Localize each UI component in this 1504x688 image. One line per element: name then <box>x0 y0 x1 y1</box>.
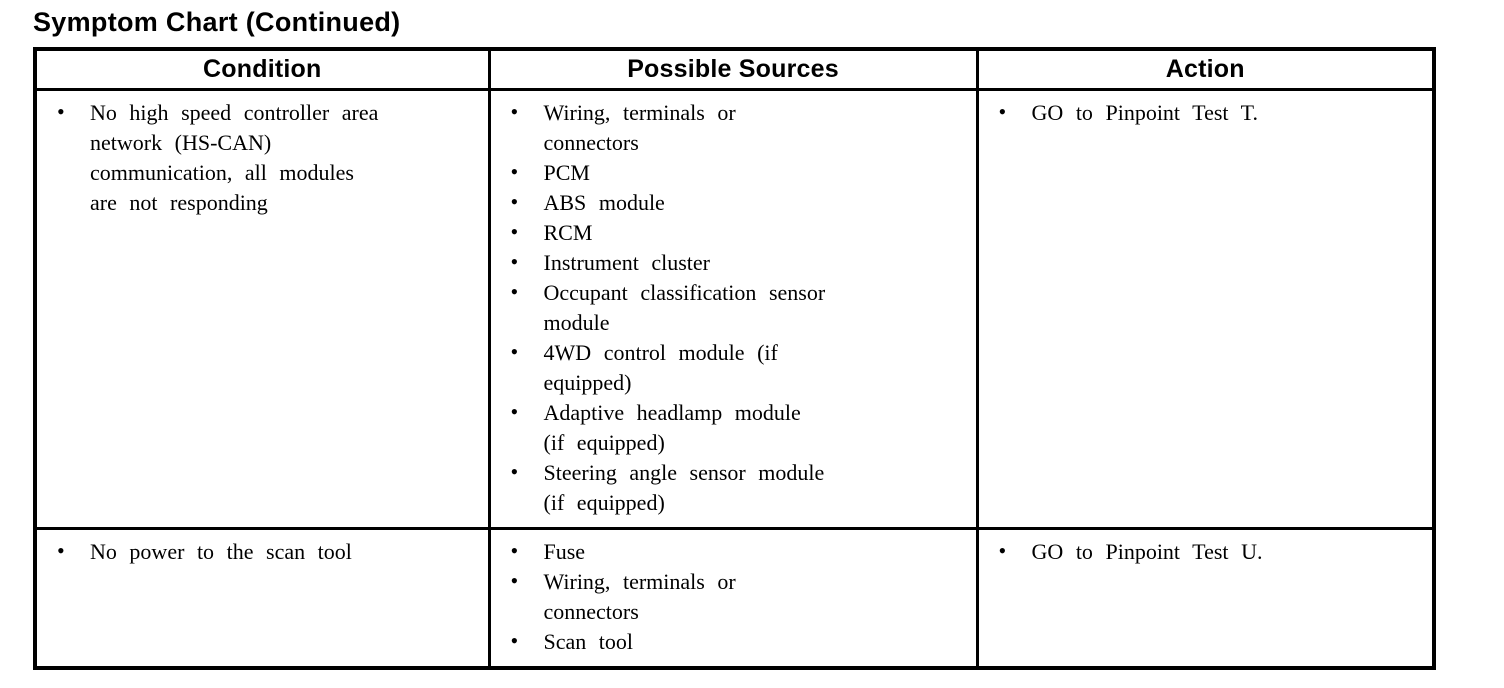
list-item-text: Adaptive headlamp module (if equipped) <box>543 400 801 455</box>
action-list: • GO to Pinpoint Test T. <box>979 98 1427 128</box>
list-item: • RCM <box>491 218 970 248</box>
list-item-text: GO to Pinpoint Test U. <box>1031 539 1263 564</box>
list-item-text: ABS module <box>543 190 665 215</box>
list-item: • Adaptive headlamp module (if equipped) <box>491 398 970 458</box>
column-header-condition: Condition <box>33 47 491 91</box>
bullet-icon: • <box>510 189 519 214</box>
cell-action: • GO to Pinpoint Test U. <box>975 527 1436 670</box>
bullet-icon: • <box>998 538 1007 563</box>
bullet-icon: • <box>510 219 519 244</box>
bullet-icon: • <box>57 99 65 124</box>
cell-condition: • No power to the scan tool <box>33 527 491 670</box>
page-title: Symptom Chart (Continued) <box>33 7 401 37</box>
list-item-text: Instrument cluster <box>543 250 711 275</box>
bullet-icon: • <box>510 159 519 184</box>
list-item: • No power to the scan tool <box>37 537 482 567</box>
list-item: • Instrument cluster <box>491 248 970 278</box>
bullet-icon: • <box>510 459 519 484</box>
document-page: Symptom Chart (Continued) Condition Poss… <box>33 6 1504 670</box>
bullet-icon: • <box>510 568 519 593</box>
bullet-icon: • <box>510 538 519 563</box>
bullet-icon: • <box>510 628 519 653</box>
list-item: • Scan tool <box>491 627 970 657</box>
list-item-text: No high speed controller area network (H… <box>90 100 379 215</box>
cell-condition: • No high speed controller area network (… <box>33 88 491 530</box>
list-item-text: Wiring, terminals or connectors <box>543 569 736 624</box>
condition-list: • No power to the scan tool <box>37 537 482 567</box>
list-item-text: Steering angle sensor module (if equippe… <box>543 460 825 515</box>
condition-list: • No high speed controller area network (… <box>37 98 482 218</box>
bullet-icon: • <box>510 99 519 124</box>
column-header-action: Action <box>975 47 1436 91</box>
column-header-possible-sources: Possible Sources <box>487 47 979 91</box>
list-item-text: PCM <box>543 160 590 185</box>
list-item-text: Scan tool <box>543 629 634 654</box>
bullet-icon: • <box>510 279 519 304</box>
list-item: • 4WD control module (if equipped) <box>491 338 970 398</box>
list-item: • GO to Pinpoint Test T. <box>979 98 1427 128</box>
list-item: • Occupant classification sensor module <box>491 278 970 338</box>
sources-list: • Wiring, terminals or connectors • PCM • ABS… <box>491 98 970 518</box>
symptom-chart-table: Condition Possible Sources Action • No hi… <box>33 47 1436 670</box>
cell-sources: • Fuse • Wiring, terminals or connectors • Sc… <box>487 527 979 670</box>
bullet-icon: • <box>510 339 519 364</box>
list-item: • Wiring, terminals or connectors <box>491 567 970 627</box>
list-item-text: 4WD control module (if equipped) <box>543 340 778 395</box>
list-item-text: GO to Pinpoint Test T. <box>1031 100 1258 125</box>
table-header-row: Condition Possible Sources Action <box>33 47 1436 91</box>
list-item: • PCM <box>491 158 970 188</box>
table-body: • No high speed controller area network (… <box>33 88 1436 670</box>
bullet-icon: • <box>510 249 519 274</box>
cell-sources: • Wiring, terminals or connectors • PCM • ABS… <box>487 88 979 530</box>
list-item: • ABS module <box>491 188 970 218</box>
list-item-text: RCM <box>543 220 593 245</box>
bullet-icon: • <box>57 538 65 563</box>
list-item: • GO to Pinpoint Test U. <box>979 537 1427 567</box>
list-item-text: Occupant classification sensor module <box>543 280 826 335</box>
list-item-text: Fuse <box>543 539 586 564</box>
list-item-text: Wiring, terminals or connectors <box>543 100 736 155</box>
table-row: • No power to the scan tool • Fuse • Wiring, … <box>33 527 1436 670</box>
list-item: • Steering angle sensor module (if equipp… <box>491 458 970 518</box>
bullet-icon: • <box>998 99 1007 124</box>
list-item: • Wiring, terminals or connectors <box>491 98 970 158</box>
list-item: • No high speed controller area network (… <box>37 98 482 218</box>
action-list: • GO to Pinpoint Test U. <box>979 537 1427 567</box>
list-item: • Fuse <box>491 537 970 567</box>
bullet-icon: • <box>510 399 519 424</box>
sources-list: • Fuse • Wiring, terminals or connectors • Sc… <box>491 537 970 657</box>
list-item-text: No power to the scan tool <box>90 539 352 564</box>
cell-action: • GO to Pinpoint Test T. <box>975 88 1436 530</box>
table-row: • No high speed controller area network (… <box>33 88 1436 530</box>
